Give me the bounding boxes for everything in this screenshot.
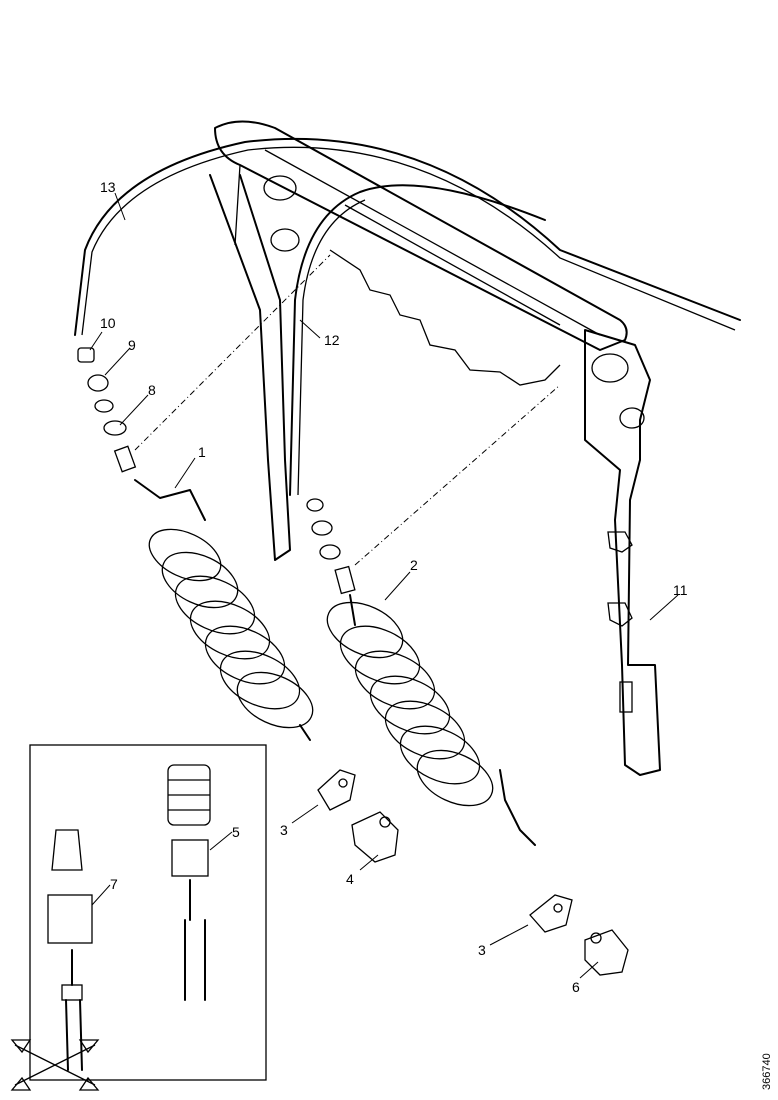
- callout-1: 1: [198, 444, 206, 460]
- callout-6: 6: [572, 979, 580, 995]
- coupling-6: [584, 929, 629, 976]
- callout-8: 8: [148, 382, 156, 398]
- callout-3-lower: 3: [478, 942, 486, 958]
- callout-12: 12: [324, 332, 340, 348]
- bracket-3-lower: [529, 894, 573, 933]
- bracket-3-upper: [317, 769, 356, 811]
- hose-12: [289, 184, 546, 496]
- coupling-4: [351, 811, 399, 863]
- figure-id: 366740: [761, 1053, 773, 1090]
- callout-5: 5: [232, 824, 240, 840]
- fitting-stack-left: [77, 347, 137, 473]
- coiled-hose-2: [326, 594, 536, 846]
- direction-arrows-icon: [10, 1039, 100, 1091]
- callout-13: 13: [100, 179, 116, 195]
- callout-9: 9: [128, 337, 136, 353]
- coiled-hose-1: [134, 479, 314, 741]
- callout-2: 2: [410, 557, 418, 573]
- callout-4: 4: [346, 871, 354, 887]
- fitting-stack-right: [306, 498, 356, 595]
- callout-leaders: [89, 192, 679, 979]
- callout-10: 10: [100, 315, 116, 331]
- callout-3-upper: 3: [280, 822, 288, 838]
- callout-11: 11: [673, 582, 688, 598]
- frame-assembly: [209, 120, 661, 776]
- hose-13: [74, 137, 741, 336]
- callout-7: 7: [110, 876, 118, 892]
- detail-inset: [29, 744, 267, 1081]
